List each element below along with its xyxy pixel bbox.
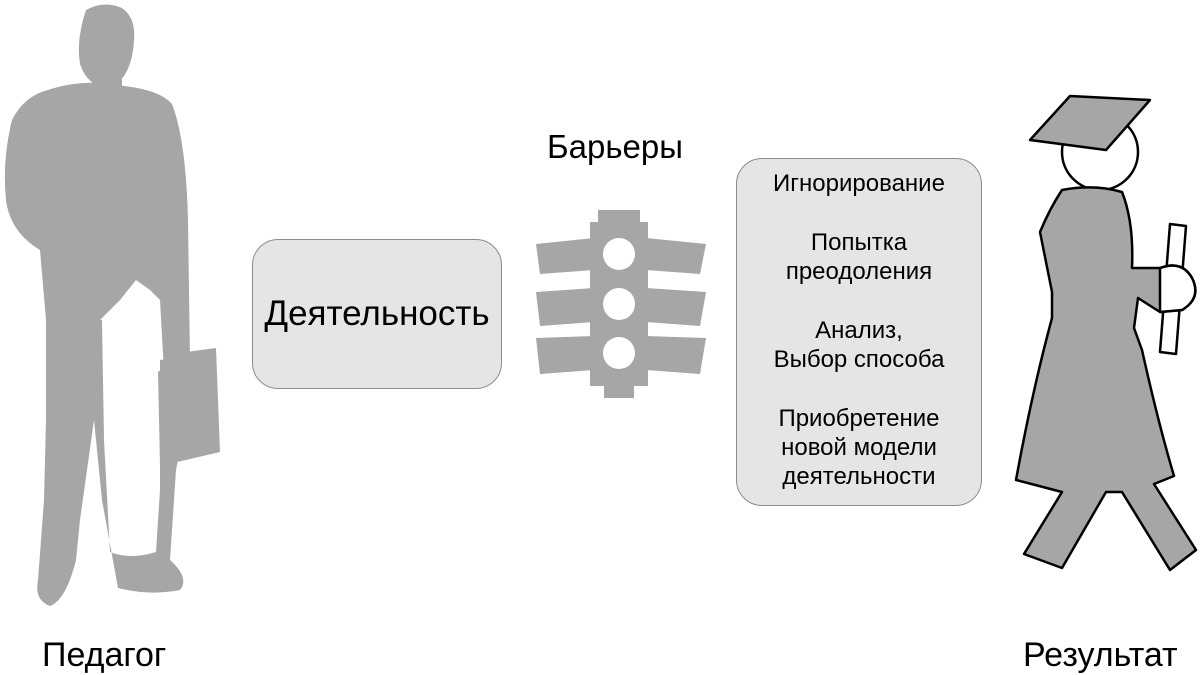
activity-label: Деятельность — [264, 294, 490, 333]
teacher-silhouette-icon — [4, 4, 220, 606]
stage-ignoring: Игнорирование — [773, 170, 945, 197]
stage-new-model: Приобретение новой модели деятельности — [778, 405, 940, 490]
activity-box: Деятельность — [252, 239, 502, 389]
barriers-title: Барьеры — [547, 128, 683, 165]
stage-attempt: Попытка преодоления — [785, 229, 933, 285]
stage-analysis: Анализ, Выбор способа — [773, 317, 945, 373]
graduate-icon — [1014, 94, 1198, 572]
stages-box: Игнорирование Попытка преодоления Анализ… — [736, 158, 982, 506]
traffic-light-icon — [536, 210, 706, 398]
result-label: Результат — [1023, 636, 1178, 674]
teacher-label: Педагог — [42, 636, 167, 674]
